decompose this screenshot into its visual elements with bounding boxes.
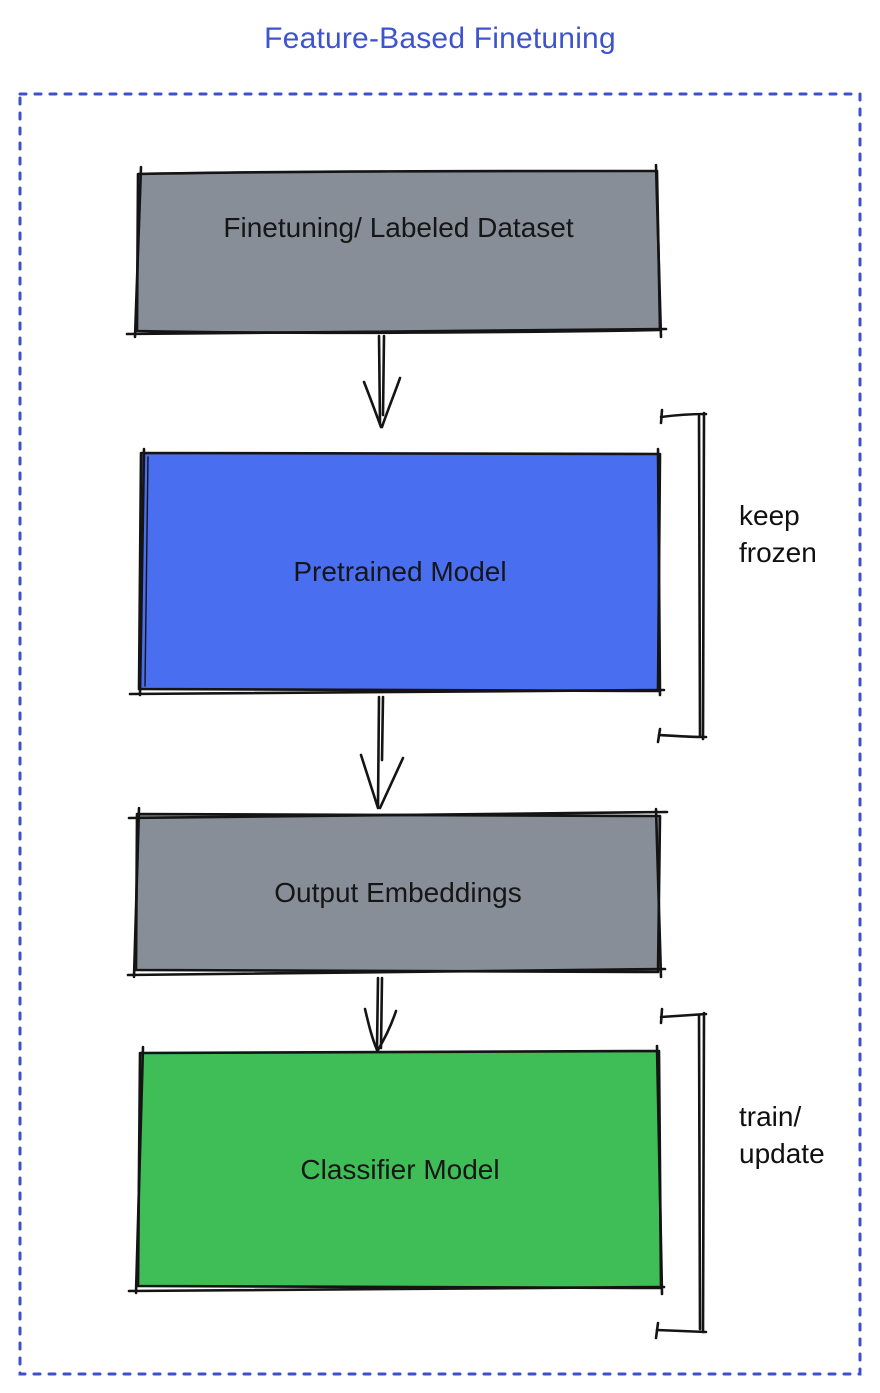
pretrained-box-label: Pretrained Model — [293, 555, 507, 587]
embeddings-box-label: Output Embeddings — [274, 876, 522, 908]
dataset-box-label: Finetuning/ Labeled Dataset — [223, 212, 574, 243]
train-update-line-1: train/ — [739, 1101, 802, 1132]
train-update-bracket — [654, 1007, 708, 1340]
arrow-down-icon-1 — [362, 334, 402, 429]
dashed-border-frame — [18, 92, 862, 1376]
keep-frozen-line-2: frozen — [739, 537, 817, 568]
classifier-box-shape — [127, 1044, 666, 1296]
pretrained-box-shape — [128, 447, 666, 697]
diagram-title: Feature-Based Finetuning — [264, 22, 616, 55]
keep-frozen-line-1: keep — [739, 500, 800, 531]
arrow-down-icon-3 — [363, 976, 398, 1052]
classifier-box-label: Classifier Model — [300, 1153, 500, 1185]
dataset-box-shape — [125, 163, 668, 339]
train-update-line-2: update — [739, 1138, 825, 1169]
train-update-label: train/ update — [739, 1098, 825, 1172]
keep-frozen-bracket — [656, 408, 708, 744]
keep-frozen-label: keep frozen — [739, 497, 817, 571]
arrow-down-icon-2 — [359, 695, 405, 810]
embeddings-box-shape — [126, 806, 669, 979]
